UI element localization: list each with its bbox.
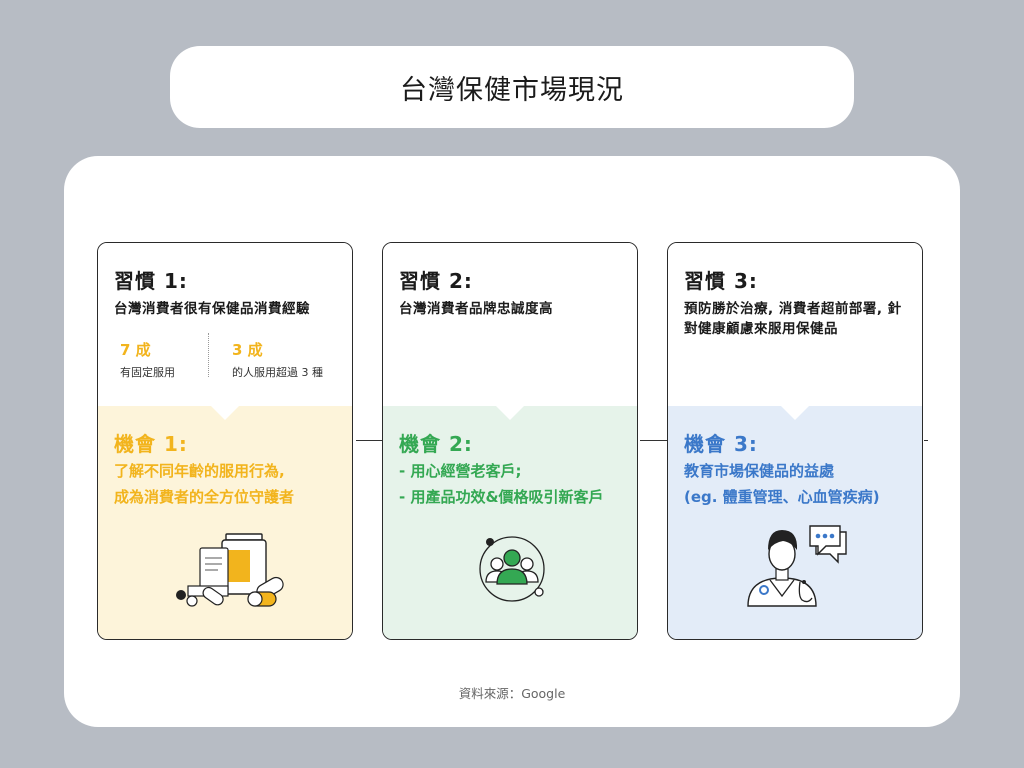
habit-section: 習慣 1: 台灣消費者很有保健品消費經驗 7 成 有固定服用 3 成 的人服用超…	[98, 243, 352, 406]
stat-fixed-usage: 7 成 有固定服用	[120, 339, 175, 380]
connector-line	[356, 440, 382, 441]
habit-section: 習慣 2: 台灣消費者品牌忠誠度高	[383, 243, 637, 406]
habit-panel-1: 習慣 1: 台灣消費者很有保健品消費經驗 7 成 有固定服用 3 成 的人服用超…	[97, 242, 353, 640]
medicine-bottle-icon	[176, 533, 284, 607]
habit-title: 習慣 3:	[684, 269, 758, 293]
opportunity-line: (eg. 體重管理、心血管疾病)	[684, 488, 880, 506]
opportunity-line: 了解不同年齡的服用行為,	[114, 462, 285, 480]
opportunity-title: 機會 3:	[684, 432, 758, 456]
opportunity-body: - 用心經營老客戶; - 用產品功效&價格吸引新客戶	[399, 458, 629, 510]
connector-line	[640, 440, 667, 441]
opportunity-section: 機會 2: - 用心經營老客戶; - 用產品功效&價格吸引新客戶	[383, 406, 637, 639]
opportunity-line: - 用產品功效&價格吸引新客戶	[399, 488, 604, 506]
opportunity-body: 教育市場保健品的益處 (eg. 體重管理、心血管疾病)	[684, 458, 914, 510]
pointer-notch	[781, 406, 809, 420]
habit-title: 習慣 1:	[114, 269, 188, 293]
habit-section: 習慣 3: 預防勝於治療, 消費者超前部署, 針對健康顧慮來服用保健品	[668, 243, 922, 406]
habit-description: 預防勝於治療, 消費者超前部署, 針對健康顧慮來服用保健品	[684, 301, 902, 337]
opportunity-line: 教育市場保健品的益處	[684, 462, 835, 480]
opportunity-body: 了解不同年齡的服用行為, 成為消費者的全方位守護者	[114, 458, 344, 510]
stat-divider	[208, 333, 209, 377]
pointer-notch	[211, 406, 239, 420]
opportunity-line: - 用心經營老客戶;	[399, 462, 522, 480]
habit-description: 台灣消費者很有保健品消費經驗	[114, 301, 310, 317]
opportunity-line: 成為消費者的全方位守護者	[114, 488, 295, 506]
pointer-notch	[496, 406, 524, 420]
opportunity-title: 機會 1:	[114, 432, 188, 456]
opportunity-section: 機會 3: 教育市場保健品的益處 (eg. 體重管理、心血管疾病)	[668, 406, 922, 639]
doctor-chat-icon	[747, 525, 847, 607]
habit-panel-2: 習慣 2: 台灣消費者品牌忠誠度高 機會 2: - 用心經營老客戶; - 用產品…	[382, 242, 638, 640]
habit-description: 台灣消費者品牌忠誠度高	[399, 301, 553, 317]
source-note: 資料來源：Google	[458, 686, 566, 701]
connector-line	[924, 440, 928, 441]
stat-value: 3 成	[232, 341, 263, 359]
opportunity-title: 機會 2:	[399, 432, 473, 456]
stat-label: 的人服用超過 3 種	[232, 366, 323, 379]
habit-title: 習慣 2:	[399, 269, 473, 293]
stat-value: 7 成	[120, 341, 151, 359]
page-title: 台灣保健市場現況	[170, 46, 854, 128]
opportunity-section: 機會 1: 了解不同年齡的服用行為, 成為消費者的全方位守護者	[98, 406, 352, 639]
stat-label: 有固定服用	[120, 366, 175, 379]
customer-group-icon	[479, 536, 545, 602]
stat-multi-usage: 3 成 的人服用超過 3 種	[232, 339, 323, 380]
habit-panel-3: 習慣 3: 預防勝於治療, 消費者超前部署, 針對健康顧慮來服用保健品 機會 3…	[667, 242, 923, 640]
